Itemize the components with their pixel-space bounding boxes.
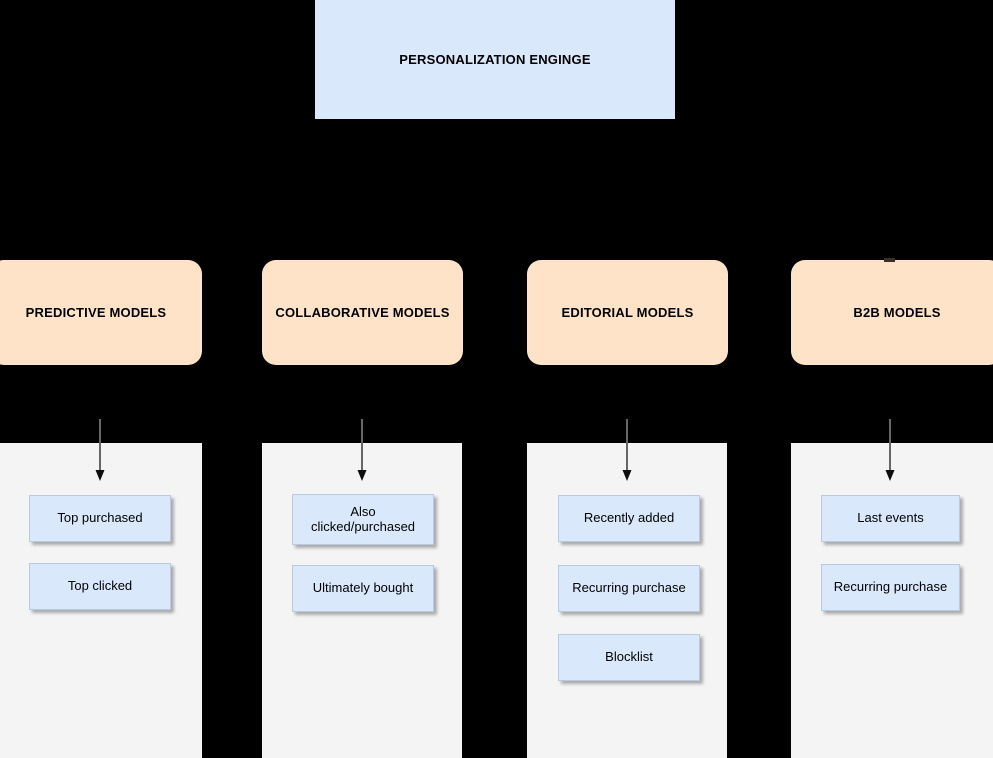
item-label: Blocklist [605,649,653,665]
list-item[interactable]: Recurring purchase [558,565,700,612]
list-item[interactable]: Blocklist [558,634,700,681]
item-label: Also clicked/purchased [310,503,416,534]
arrow-head-fragment-icon [884,258,895,262]
item-label: Top clicked [67,578,133,594]
model-label-editorial: EDITORIAL MODELS [561,305,694,320]
list-item[interactable]: Top purchased [29,495,171,542]
model-box-collaborative[interactable]: COLLABORATIVE MODELS [262,260,463,365]
list-item[interactable]: Last events [821,495,960,542]
model-box-b2b[interactable]: B2B MODELS [791,260,993,365]
item-label: Recurring purchase [833,579,948,595]
list-item[interactable]: Recurring purchase [821,564,960,611]
model-label-collaborative: COLLABORATIVE MODELS [275,305,450,320]
model-box-editorial[interactable]: EDITORIAL MODELS [527,260,728,365]
list-item[interactable]: Ultimately bought [292,565,434,612]
model-label-predictive: PREDICTIVE MODELS [25,305,167,320]
item-label: Recently added [583,510,675,526]
personalization-engine-label: PERSONALIZATION ENGINGE [399,52,591,67]
list-item[interactable]: Also clicked/purchased [292,494,434,545]
item-label: Top purchased [57,510,143,526]
item-label: Ultimately bought [312,580,414,596]
model-box-predictive[interactable]: PREDICTIVE MODELS [0,260,202,365]
model-label-b2b: B2B MODELS [853,305,941,320]
item-label: Last events [857,510,924,526]
personalization-engine-box[interactable]: PERSONALIZATION ENGINGE [315,0,675,119]
list-item[interactable]: Recently added [558,495,700,542]
list-item[interactable]: Top clicked [29,563,171,610]
item-label: Recurring purchase [572,580,686,596]
